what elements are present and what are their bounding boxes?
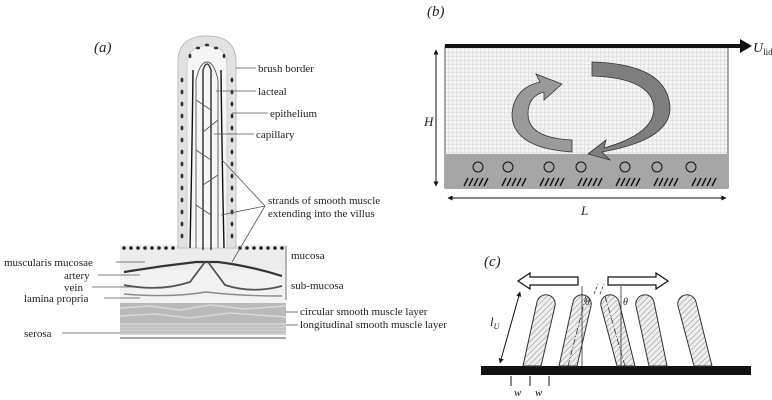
capillary-network bbox=[195, 61, 219, 248]
label-h: H bbox=[423, 114, 434, 129]
cilia-ticks bbox=[463, 177, 717, 187]
label-lacteal: lacteal bbox=[258, 86, 287, 98]
label-theta-left: θ bbox=[585, 297, 590, 308]
crypt-dots bbox=[122, 246, 284, 250]
circulation-arrow-left bbox=[511, 73, 573, 153]
panel-b: (b) Ulid H L bbox=[423, 4, 772, 218]
label-l: L bbox=[580, 203, 588, 218]
lamina-propria-vessel bbox=[123, 291, 283, 297]
epithelial-nuclei bbox=[180, 43, 234, 239]
label-strands-line1: strands of smooth muscle bbox=[268, 195, 380, 207]
label-w-2: w bbox=[535, 387, 543, 399]
label-strands-line2: extending into the villus bbox=[268, 208, 375, 220]
panel-c: (c) θ θ lU bbox=[481, 254, 751, 399]
small-vortices bbox=[472, 161, 697, 173]
label-sub-mucosa: sub-mucosa bbox=[291, 280, 344, 292]
panel-a: (a) bbox=[4, 35, 447, 340]
label-longitudinal-muscle: longitudinal smooth muscle layer bbox=[300, 319, 447, 331]
label-vein: vein bbox=[64, 282, 83, 294]
label-serosa: serosa bbox=[24, 328, 52, 340]
label-cilia-length: lU bbox=[490, 314, 501, 331]
label-artery: artery bbox=[64, 270, 90, 282]
longitudinal-muscle-layer bbox=[120, 323, 286, 335]
label-theta-right: θ bbox=[623, 297, 628, 308]
circular-muscle-layer bbox=[119, 303, 287, 323]
submucosa-layer bbox=[120, 270, 286, 303]
lacteal-vessel bbox=[202, 63, 212, 250]
label-u-lid: Ulid bbox=[753, 41, 772, 57]
panel-b-tag: (b) bbox=[427, 4, 445, 20]
panel-c-tag: (c) bbox=[484, 254, 501, 270]
base-wall bbox=[481, 366, 751, 375]
cilia-layer-band bbox=[445, 154, 728, 188]
vein-vessel bbox=[123, 261, 283, 291]
label-muscularis-mucosae: muscularis mucosae bbox=[4, 257, 93, 269]
angle-guides bbox=[567, 283, 626, 367]
dimension-cilia-length bbox=[498, 291, 522, 364]
panel-a-tag: (a) bbox=[94, 40, 112, 56]
hollow-arrow-right bbox=[607, 271, 670, 291]
label-circular-muscle: circular smooth muscle layer bbox=[300, 306, 428, 318]
label-w-1: w bbox=[514, 387, 522, 399]
label-capillary: capillary bbox=[256, 129, 295, 141]
artery-vessel bbox=[123, 260, 283, 278]
label-lamina-propria: lamina propria bbox=[24, 293, 89, 305]
panel-a-leaders bbox=[62, 67, 298, 334]
circulation-arrow-right bbox=[587, 61, 671, 161]
spacing-ticks bbox=[510, 376, 550, 386]
lid-arrowhead bbox=[740, 39, 752, 53]
label-epithelium: epithelium bbox=[270, 108, 317, 120]
cilia-rods bbox=[522, 294, 713, 367]
hollow-arrow-left bbox=[516, 271, 579, 291]
label-mucosa: mucosa bbox=[291, 250, 325, 262]
label-brush-border: brush border bbox=[258, 63, 314, 75]
